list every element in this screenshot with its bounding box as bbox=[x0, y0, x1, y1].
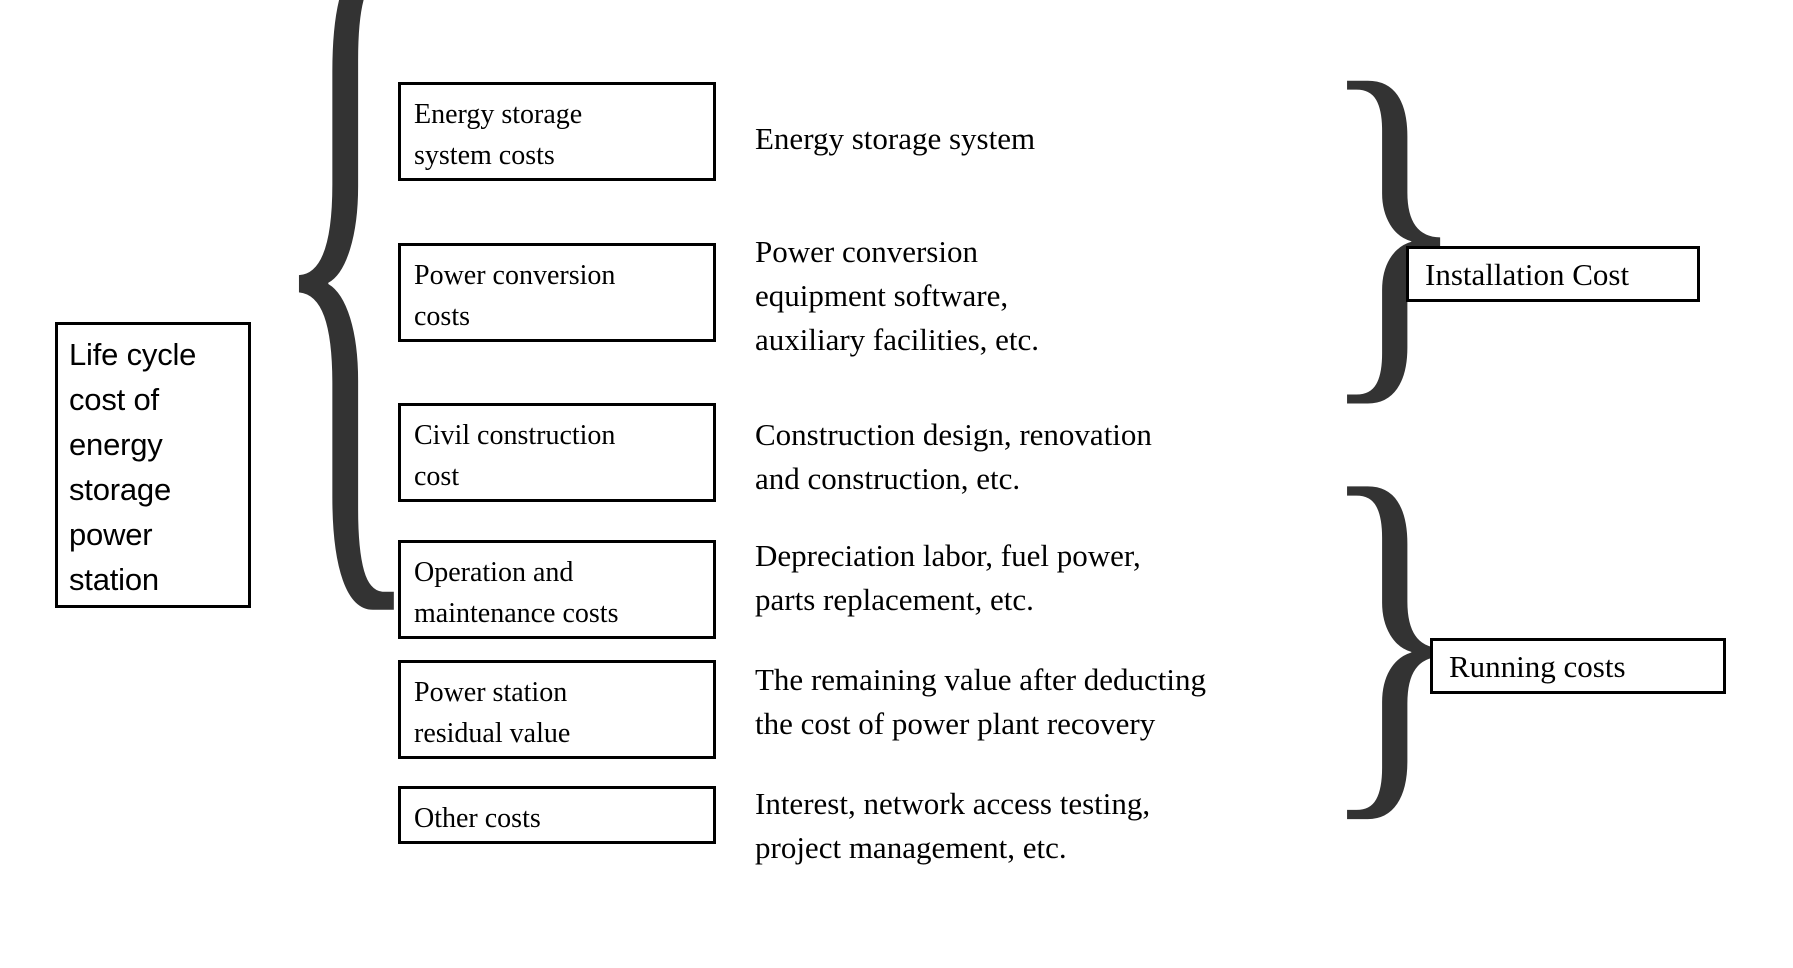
right-brace-running-glyph: } bbox=[1318, 407, 1469, 853]
right-brace-installation-glyph: } bbox=[1318, 4, 1469, 436]
cost-item-box-power-station-residual-value: Power station residual value bbox=[398, 660, 716, 759]
root-node-life-cycle-cost: Life cycle cost of energy storage power … bbox=[55, 322, 251, 608]
left-brace-glyph: { bbox=[270, 0, 423, 675]
cost-item-box-energy-storage-system-costs: Energy storage system costs bbox=[398, 82, 716, 181]
cost-item-description-civil-construction-cost: Construction design, renovation and cons… bbox=[755, 417, 1152, 496]
cost-item-box-other-costs: Other costs bbox=[398, 786, 716, 844]
cost-item-box-operation-and-maintenance-costs: Operation and maintenance costs bbox=[398, 540, 716, 639]
group-node-running-costs: Running costs bbox=[1430, 638, 1726, 694]
group-node-installation-cost: Installation Cost bbox=[1406, 246, 1700, 302]
left-brace-icon: { bbox=[270, 0, 423, 890]
cost-item-description-power-conversion-costs: Power conversion equipment software, aux… bbox=[755, 234, 1040, 357]
cost-item-description-other-costs: Interest, network access testing, projec… bbox=[755, 786, 1151, 865]
cost-item-description-power-station-residual-value: The remaining value after deducting the … bbox=[755, 662, 1207, 741]
right-brace-installation-icon: } bbox=[1319, 25, 1469, 468]
cost-item-description-energy-storage-system-costs: Energy storage system bbox=[755, 121, 1036, 156]
right-brace-running-icon: } bbox=[1319, 429, 1469, 890]
cost-item-description-operation-and-maintenance-costs: Depreciation labor, fuel power, parts re… bbox=[755, 538, 1141, 617]
cost-item-box-civil-construction-cost: Civil construction cost bbox=[398, 403, 716, 502]
cost-item-box-power-conversion-costs: Power conversion costs bbox=[398, 243, 716, 342]
